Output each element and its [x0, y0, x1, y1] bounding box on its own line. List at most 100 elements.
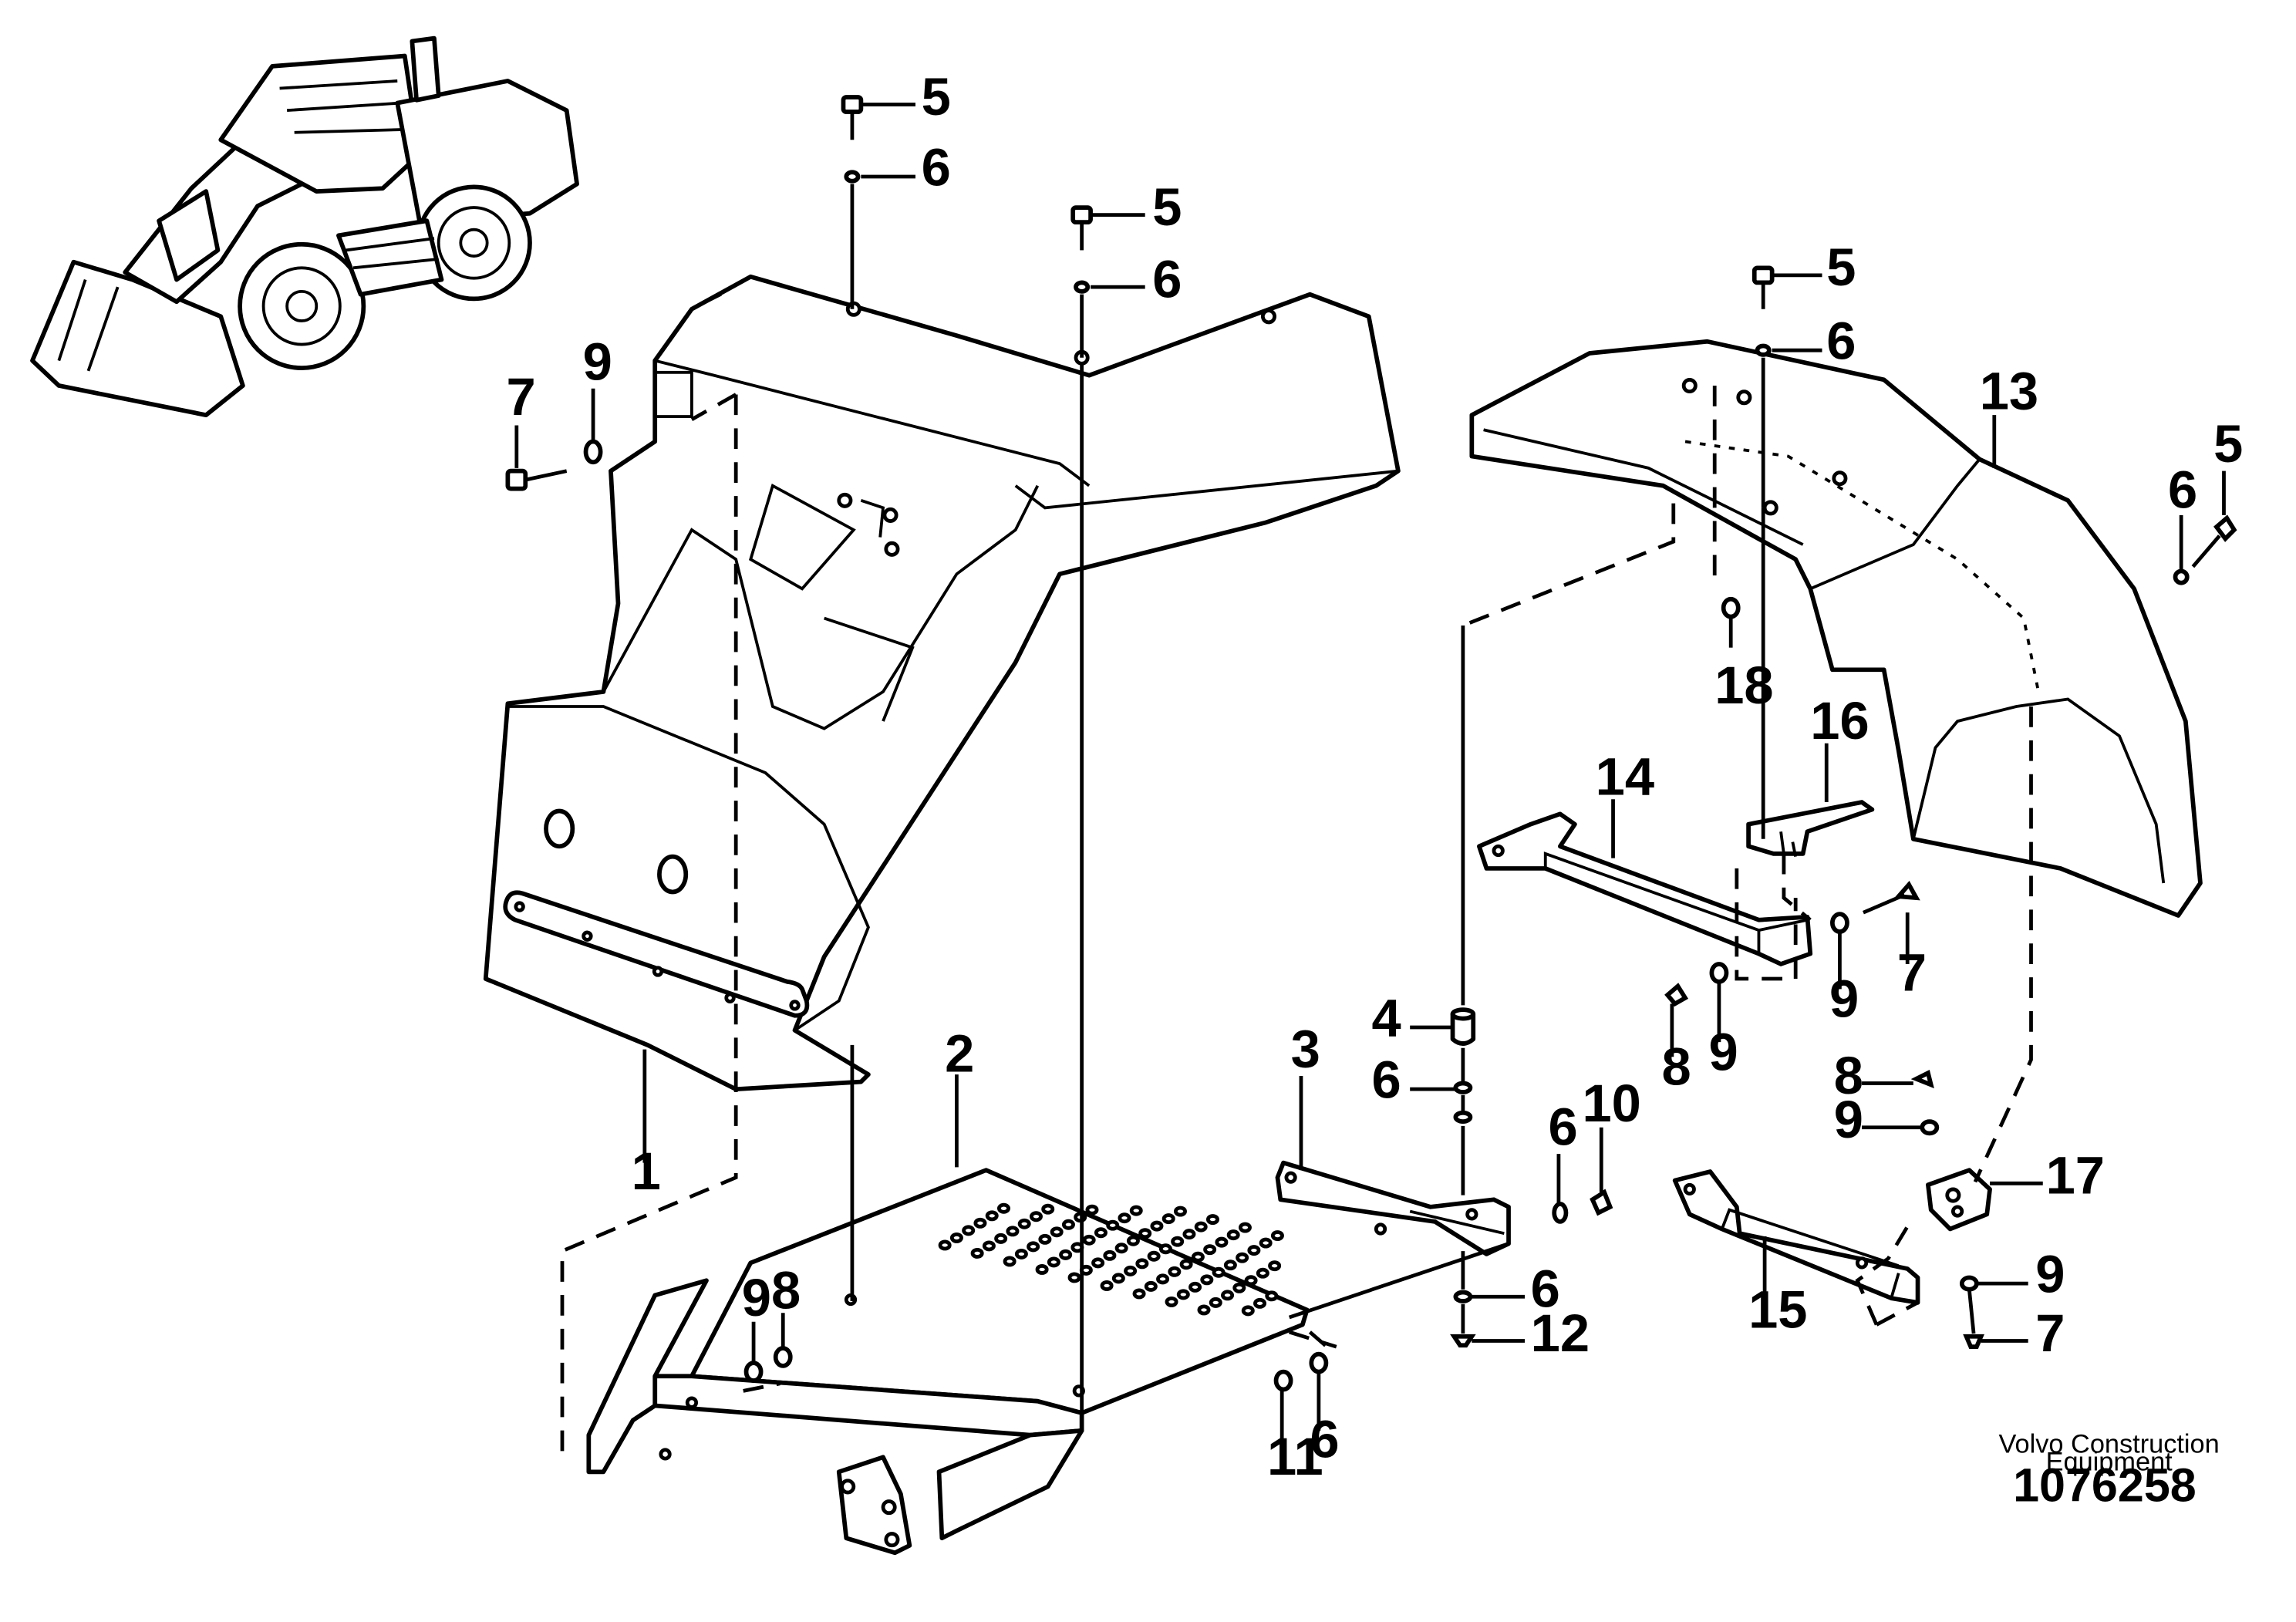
callout-11: 11 — [1267, 1427, 1323, 1486]
perforation-hole — [962, 1225, 976, 1236]
perforation-hole — [1194, 1221, 1208, 1233]
callout-labels: 1 2 3 4 5 5 5 5 6 6 6 6 6 6 6 6 7 7 7 8 … — [506, 67, 2243, 1486]
perforation-hole — [1094, 1227, 1108, 1239]
perforation-hole — [1168, 1266, 1182, 1277]
callout-12: 12 — [1531, 1303, 1590, 1363]
perforation-hole — [985, 1210, 999, 1222]
perforation-hole — [1197, 1304, 1211, 1316]
perforation-hole — [1050, 1226, 1064, 1238]
perforation-hole — [1182, 1229, 1196, 1240]
callout-9: 9 — [1709, 1022, 1738, 1081]
perforation-hole — [1126, 1235, 1140, 1246]
perforation-hole — [1165, 1296, 1178, 1307]
perforation-hole — [1111, 1273, 1125, 1284]
perforation-hole — [1158, 1243, 1172, 1255]
perforation-hole — [1106, 1219, 1120, 1231]
perforation-hole — [1150, 1220, 1164, 1232]
perforation-hole — [1144, 1280, 1158, 1292]
callout-1: 1 — [632, 1141, 661, 1201]
perforation-hole — [1191, 1251, 1205, 1263]
perforation-hole — [1268, 1260, 1282, 1272]
credit-block: Volvo Construction Equipment 1076258 — [1999, 1430, 2220, 1512]
perforation-hole — [1212, 1266, 1226, 1278]
perforation-hole — [1205, 1214, 1219, 1226]
callout-6: 6 — [1826, 312, 1856, 371]
callout-7: 7 — [506, 367, 535, 427]
callout-9: 9 — [742, 1268, 771, 1327]
perforation-hole — [1132, 1288, 1146, 1300]
perforation-hole — [1061, 1219, 1075, 1230]
callout-6: 6 — [1310, 1409, 1339, 1469]
part-17-clamp — [1926, 1168, 1992, 1232]
part-1-front-fender — [483, 274, 1401, 1092]
callout-5: 5 — [1152, 177, 1182, 237]
callout-9: 9 — [2035, 1245, 2065, 1304]
perforation-hole — [1100, 1280, 1114, 1291]
perforation-hole — [1236, 1252, 1249, 1263]
perforation-hole — [970, 1247, 984, 1259]
perforation-hole — [1003, 1256, 1017, 1267]
perforation-hole — [994, 1233, 1008, 1244]
perforation-hole — [1161, 1213, 1175, 1225]
assembly-lines — [560, 184, 2033, 1458]
perforation-hole — [1179, 1259, 1193, 1270]
callout-6: 6 — [1531, 1259, 1560, 1319]
callout-3: 3 — [1291, 1020, 1320, 1079]
callout-8: 8 — [1662, 1037, 1691, 1096]
perforation-hole — [1035, 1263, 1049, 1275]
perforation-hole — [1226, 1229, 1240, 1241]
perforation-hole — [1256, 1267, 1269, 1279]
callout-14: 14 — [1596, 747, 1654, 807]
perforation-hole — [1085, 1204, 1099, 1216]
perforation-hole — [1038, 1233, 1052, 1245]
perforation-hole — [1223, 1259, 1237, 1271]
credit-line-1: Volvo Construction — [1999, 1430, 2220, 1459]
perforation-hole — [1221, 1290, 1235, 1301]
perforation-hole — [949, 1232, 963, 1243]
perforation-hole — [1135, 1258, 1149, 1270]
perforation-hole — [1124, 1265, 1138, 1276]
perforation-hole — [1232, 1282, 1246, 1293]
perforation-hole — [1176, 1289, 1190, 1300]
perforation-hole — [1238, 1222, 1252, 1233]
callout-15: 15 — [1748, 1280, 1807, 1339]
perforation-hole — [1067, 1272, 1081, 1283]
callout-2: 2 — [945, 1023, 974, 1083]
perforation-hole — [982, 1240, 996, 1252]
callout-leaders — [514, 103, 2226, 1450]
callout-16: 16 — [1810, 691, 1869, 750]
callout-6: 6 — [1372, 1050, 1401, 1110]
perforation-hole — [1029, 1211, 1043, 1222]
perforation-hole — [1209, 1297, 1222, 1308]
callout-6: 6 — [2168, 460, 2197, 519]
perforation-hole — [1247, 1245, 1261, 1256]
callout-5: 5 — [922, 67, 951, 126]
callout-9: 9 — [1829, 969, 1859, 1029]
perforation-hole — [1041, 1203, 1055, 1215]
callout-18: 18 — [1714, 656, 1773, 715]
perforation-hole — [1200, 1274, 1214, 1286]
perforation-hole — [1118, 1212, 1131, 1224]
perforation-hole — [1171, 1236, 1185, 1247]
perforation-hole — [1265, 1290, 1279, 1302]
perforation-hole — [1188, 1281, 1202, 1293]
perforation-hole — [1156, 1273, 1170, 1285]
callout-7: 7 — [2035, 1303, 2065, 1363]
callout-8: 8 — [771, 1261, 801, 1320]
perforation-hole — [1114, 1243, 1128, 1254]
perforation-hole — [1244, 1275, 1258, 1286]
callout-5: 5 — [1826, 238, 1856, 297]
callout-17: 17 — [2046, 1146, 2105, 1206]
callout-5: 5 — [2213, 414, 2243, 474]
perforation-hole — [973, 1217, 987, 1229]
perforation-hole — [938, 1239, 952, 1251]
perforation-hole — [1270, 1230, 1284, 1242]
callout-6: 6 — [1549, 1098, 1578, 1157]
part-3-bracket — [1275, 1160, 1511, 1256]
part-13-rear-fender — [1469, 339, 2203, 918]
callout-8: 8 — [1834, 1046, 1863, 1105]
perforation-hole — [1027, 1241, 1040, 1253]
perforation-hole — [1059, 1249, 1073, 1260]
callout-10: 10 — [1582, 1074, 1640, 1133]
